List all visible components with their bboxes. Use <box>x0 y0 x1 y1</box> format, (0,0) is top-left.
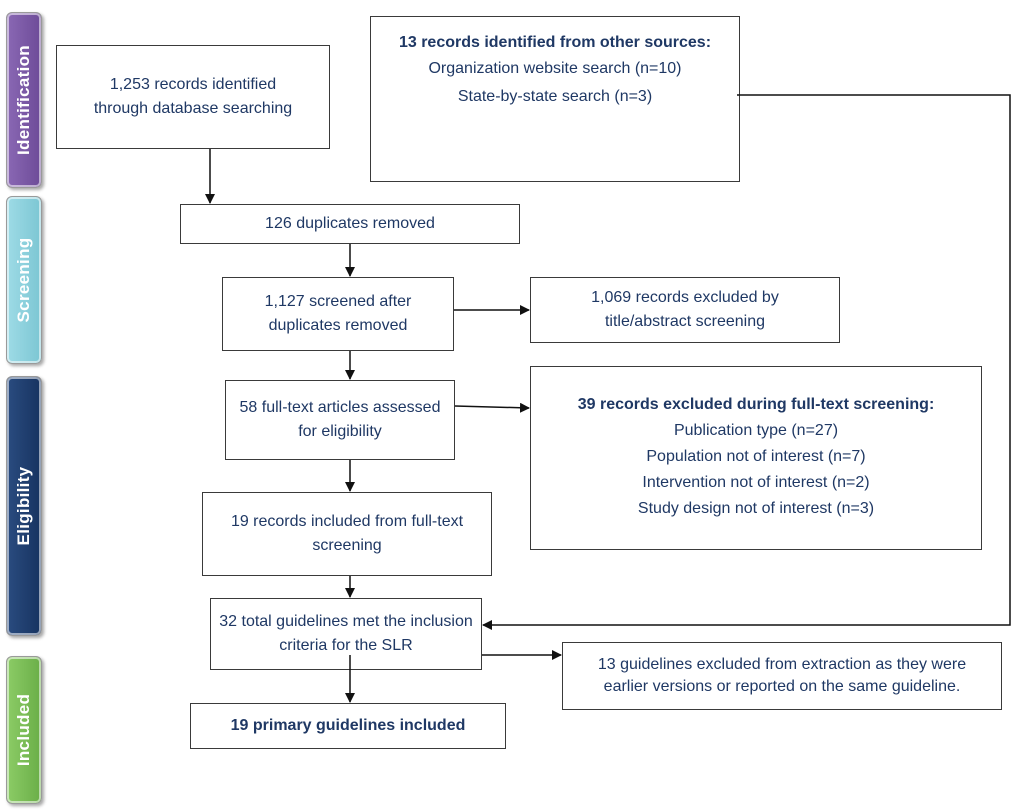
other-sources-box: 13 records identified from other sources… <box>370 16 740 182</box>
other-sources-heading: 13 records identified from other sources… <box>398 34 712 51</box>
phase-included-label: Included <box>14 693 33 767</box>
duplicates-text: 126 duplicates removed <box>265 215 435 232</box>
phase-eligibility: Eligibility <box>6 376 42 636</box>
phase-included: Included <box>6 656 42 804</box>
total-guidelines-box: 32 total guidelines met the inclusion cr… <box>210 598 482 670</box>
duplicates-box: 126 duplicates removed <box>180 204 520 244</box>
phase-identification: Identification <box>6 12 42 188</box>
total-guidelines-text: 32 total guidelines met the inclusion cr… <box>219 613 473 654</box>
excluded-fulltext-line-2: Population not of interest (n=7) <box>646 448 866 465</box>
other-sources-line-1: Organization website search (n=10) <box>428 60 682 77</box>
screened-text: 1,127 screened after duplicates removed <box>264 293 412 334</box>
excluded-fulltext-line-3: Intervention not of interest (n=2) <box>642 474 870 491</box>
phase-screening-label: Screening <box>14 237 33 323</box>
fulltext-text: 58 full-text articles assessed for eligi… <box>239 399 441 440</box>
db-search-text: 1,253 records identified through databas… <box>93 76 293 117</box>
screened-box: 1,127 screened after duplicates removed <box>222 277 454 351</box>
excluded-extraction-text: 13 guidelines excluded from extraction a… <box>597 656 967 695</box>
included-fulltext-text: 19 records included from full-text scree… <box>230 513 464 554</box>
excluded-fulltext-box: 39 records excluded during full-text scr… <box>530 366 982 550</box>
phase-eligibility-label: Eligibility <box>14 466 33 546</box>
excluded-fulltext-line-4: Study design not of interest (n=3) <box>637 500 875 517</box>
excluded-title-box: 1,069 records excluded by title/abstract… <box>530 277 840 343</box>
primary-guidelines-box: 19 primary guidelines included <box>190 703 506 749</box>
db-search-box: 1,253 records identified through databas… <box>56 45 330 149</box>
excluded-title-text: 1,069 records excluded by title/abstract… <box>591 289 779 330</box>
phase-screening: Screening <box>6 196 42 364</box>
excluded-fulltext-line-1: Publication type (n=27) <box>673 422 839 439</box>
arrow-fulltext-to-excluded <box>454 402 530 413</box>
phase-identification-label: Identification <box>14 45 33 155</box>
included-fulltext-box: 19 records included from full-text scree… <box>202 492 492 576</box>
excluded-fulltext-heading: 39 records excluded during full-text scr… <box>577 396 935 413</box>
fulltext-box: 58 full-text articles assessed for eligi… <box>225 380 455 460</box>
primary-guidelines-text: 19 primary guidelines included <box>230 717 466 734</box>
other-sources-line-2: State-by-state search (n=3) <box>457 88 653 105</box>
excluded-extraction-box: 13 guidelines excluded from extraction a… <box>562 642 1002 710</box>
